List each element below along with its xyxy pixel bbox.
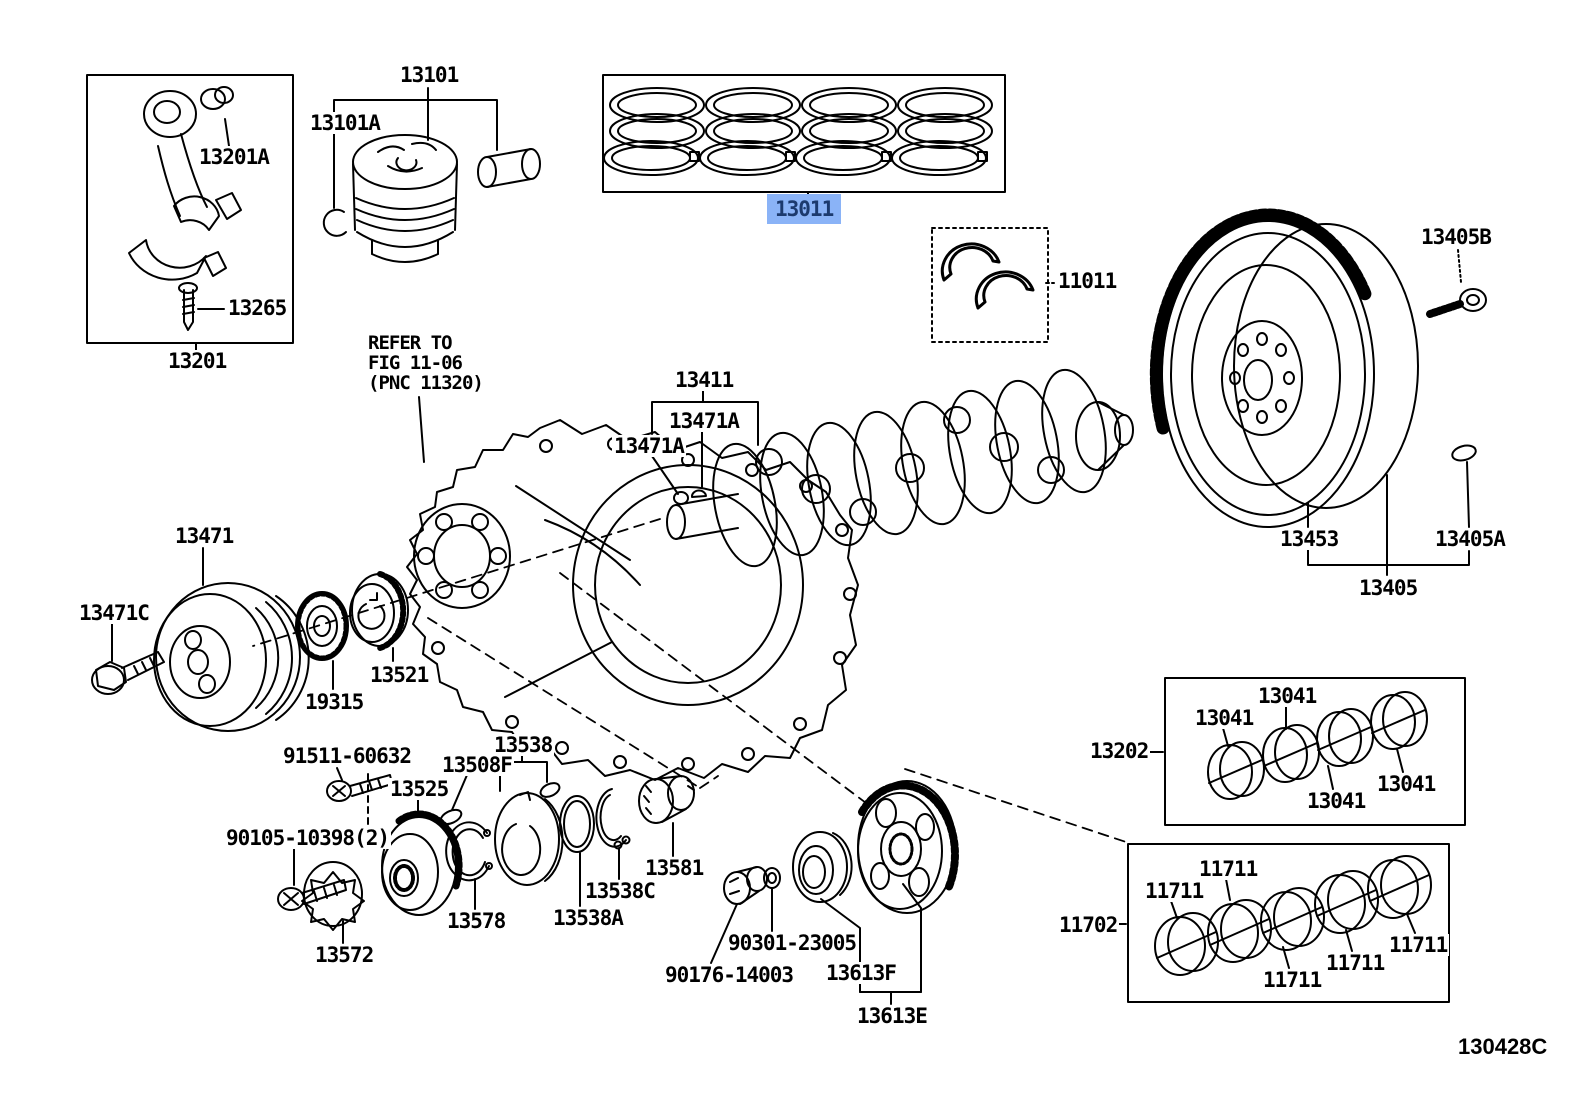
part-label-13265[interactable]: 13265 (226, 296, 289, 320)
part-label-13201a[interactable]: 13201A (197, 145, 271, 169)
part-label-90176-14003[interactable]: 90176-14003 (663, 963, 796, 987)
part-label-13521[interactable]: 13521 (368, 663, 431, 687)
refer-to-note-line1: REFER TO (368, 332, 453, 354)
main-bearing-box-11702 (1127, 843, 1450, 1003)
plate-13572 (301, 861, 365, 931)
part-label-13613f[interactable]: 13613F (824, 961, 898, 985)
part-label-13471a-outer[interactable]: 13471A (612, 434, 686, 458)
part-label-13405a[interactable]: 13405A (1433, 527, 1507, 551)
timing-cover-drawing (406, 419, 859, 781)
crank-washer-13578 (445, 821, 493, 882)
o-ring-13538a (559, 795, 595, 853)
snap-ring-13101a (322, 208, 347, 237)
spacer-13581 (638, 775, 695, 824)
rod-bearing-box-13202 (1164, 677, 1466, 826)
part-label-13011-selected[interactable]: 13011 (767, 194, 842, 225)
part-label-11711-1[interactable]: 11711 (1143, 879, 1206, 903)
part-label-13405b[interactable]: 13405B (1419, 225, 1493, 249)
part-label-11702[interactable]: 11702 (1057, 913, 1120, 937)
part-label-13508f[interactable]: 13508F (440, 753, 514, 777)
part-label-11711-2[interactable]: 11711 (1197, 857, 1260, 881)
part-label-13471c[interactable]: 13471C (77, 601, 151, 625)
crankshaft-key-13471a (673, 489, 707, 505)
part-label-13101[interactable]: 13101 (398, 63, 461, 87)
part-label-13613e[interactable]: 13613E (855, 1004, 929, 1028)
part-label-13581[interactable]: 13581 (643, 856, 706, 880)
part-label-13538a[interactable]: 13538A (551, 906, 625, 930)
refer-to-note-line3: (PNC 11320) (368, 372, 484, 394)
refer-to-note: REFER TO FIG 11-06 (PNC 11320) (368, 332, 484, 394)
pin-13538-second (539, 782, 561, 798)
part-label-13538c[interactable]: 13538C (583, 879, 657, 903)
part-label-13101a[interactable]: 13101A (308, 111, 382, 135)
crankshaft-drawing (666, 368, 1134, 568)
flywheel-pin-13405a (1451, 444, 1477, 462)
connecting-rod-drawing (86, 74, 294, 344)
crankshaft-pulley-drawing (153, 582, 310, 732)
crankshaft-timing-gear-13521 (349, 571, 409, 651)
part-label-13453[interactable]: 13453 (1278, 527, 1341, 551)
piston-drawing (322, 134, 541, 263)
retainer-13538 (494, 791, 564, 886)
plug-90176-14003 (723, 866, 768, 905)
part-label-90301-23005[interactable]: 90301-23005 (726, 931, 859, 955)
part-label-13041-3[interactable]: 13041 (1305, 789, 1368, 813)
pulley-bolt-13471c (91, 651, 165, 695)
part-label-13572[interactable]: 13572 (313, 943, 376, 967)
drive-gear-13613e (857, 780, 959, 914)
part-label-13405[interactable]: 13405 (1357, 576, 1420, 600)
part-label-13201[interactable]: 13201 (166, 349, 229, 373)
part-label-11711-4[interactable]: 11711 (1324, 951, 1387, 975)
part-label-11711-5[interactable]: 11711 (1387, 933, 1450, 957)
part-label-91511-60632[interactable]: 91511-60632 (281, 744, 414, 768)
part-label-13041-4[interactable]: 13041 (1375, 772, 1438, 796)
ring-gear-teeth (1149, 208, 1372, 435)
part-label-13538[interactable]: 13538 (492, 733, 555, 757)
oil-seal-13613f (792, 831, 853, 903)
refer-to-note-line2: FIG 11-06 (368, 352, 463, 374)
part-label-13525[interactable]: 13525 (388, 777, 451, 801)
snap-ring-13538c (595, 788, 631, 850)
timing-rotor-19315 (295, 591, 349, 661)
part-label-13202[interactable]: 13202 (1088, 739, 1151, 763)
flywheel-bolt-13405b (1426, 288, 1487, 318)
part-label-13578[interactable]: 13578 (445, 909, 508, 933)
thrust-washer-set-drawing (931, 227, 1049, 343)
pin-13508f (439, 808, 463, 826)
part-label-13041-1[interactable]: 13041 (1193, 706, 1256, 730)
piston-ring-set-drawing (602, 74, 1006, 193)
part-label-11711-3[interactable]: 11711 (1261, 968, 1324, 992)
part-label-13411[interactable]: 13411 (673, 368, 736, 392)
assembly-centerlines (252, 518, 1127, 843)
part-label-90105-10398[interactable]: 90105-10398(2) (224, 826, 392, 850)
part-label-19315[interactable]: 19315 (303, 690, 366, 714)
flywheel-drawing (1149, 208, 1419, 528)
part-label-13471[interactable]: 13471 (173, 524, 236, 548)
figure-code: 130428C (1458, 1034, 1548, 1059)
bolt-91511-60632 (326, 774, 393, 802)
part-label-13471a-inner[interactable]: 13471A (667, 409, 741, 433)
part-label-13041-2[interactable]: 13041 (1256, 684, 1319, 708)
part-label-11011[interactable]: 11011 (1056, 269, 1119, 293)
leader-lines (111, 87, 1470, 1005)
